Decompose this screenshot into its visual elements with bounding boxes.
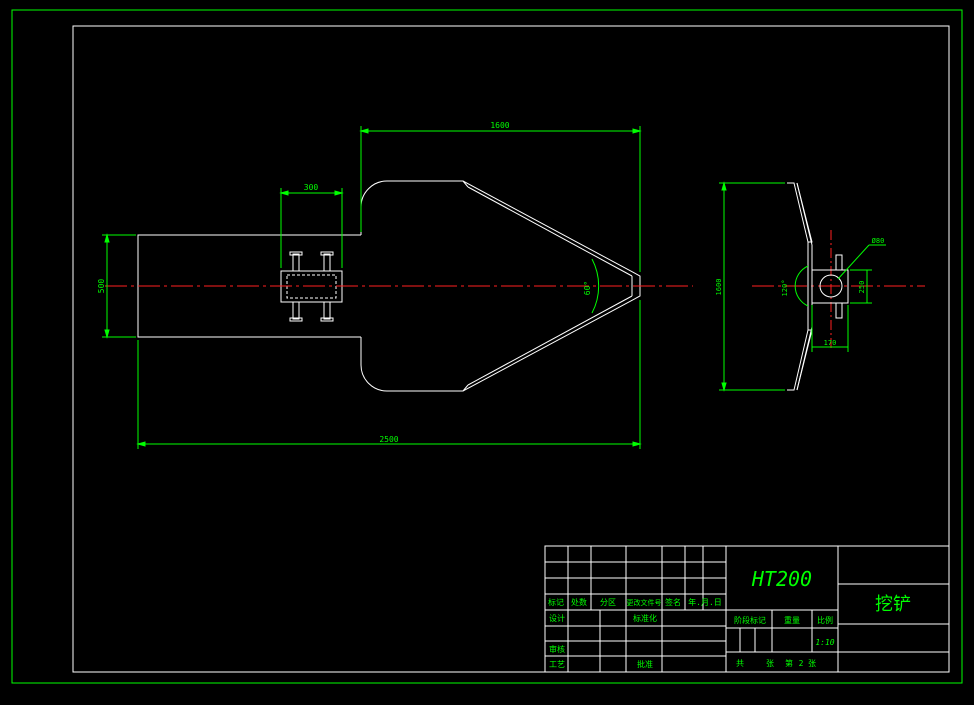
dim-angle: 60°: [583, 281, 592, 295]
header-count: 处数: [571, 597, 587, 607]
sheets-unit-2: 张: [808, 659, 816, 668]
dim-lug-width: 170: [824, 339, 837, 347]
row-approve: 批准: [637, 659, 653, 669]
sheets-page-number: 2: [799, 659, 804, 668]
dim-overall-length: 2500: [379, 435, 398, 444]
blade-edge-upper: [467, 186, 633, 277]
dim-clamp-width: 300: [304, 183, 319, 192]
dim-top-width: 1600: [490, 121, 509, 130]
header-date: 年.月.日: [688, 597, 722, 607]
header-zone: 分区: [600, 598, 616, 607]
weight-label: 重量: [784, 615, 800, 625]
clamp-bolts: [289, 251, 334, 322]
inner-frame: [72, 25, 950, 673]
sheets-total-label: 共: [736, 659, 744, 668]
side-dimensions: [719, 181, 886, 392]
side-view: [787, 182, 849, 391]
part-name: 挖铲: [875, 594, 911, 615]
header-signature: 签名: [665, 597, 681, 607]
stage-mark-label: 阶段标记: [734, 615, 766, 625]
front-dimensions: [102, 126, 642, 449]
sheets-unit-1: 张: [766, 659, 774, 668]
side-bolt-bottom: [835, 302, 843, 319]
row-review: 审核: [549, 644, 565, 654]
dim-side-height: 1600: [715, 279, 723, 296]
sheets-page-label: 第: [785, 658, 793, 668]
dim-hole-diameter: Ø80: [872, 237, 885, 245]
outer-frame: [11, 9, 963, 684]
side-blade-upper-inner: [796, 182, 813, 246]
side-bolt-top: [835, 254, 843, 271]
row-process: 工艺: [549, 660, 565, 669]
dim-side-angle: 120°: [781, 280, 789, 297]
row-standardization: 标准化: [633, 613, 657, 623]
side-blade-lower-inner: [796, 326, 813, 391]
dim-left-height: 500: [97, 279, 106, 294]
row-design: 设计: [549, 613, 565, 623]
header-mark: 标记: [548, 597, 564, 607]
scale-value: 1:10: [815, 638, 834, 647]
scale-label: 比例: [817, 615, 833, 625]
blade-corner-upper: [462, 180, 469, 188]
side-lug: [811, 269, 849, 304]
material-label: HT200: [751, 567, 812, 591]
blade-edge-lower: [467, 295, 633, 386]
title-block: [544, 545, 950, 673]
side-hole: [819, 274, 843, 298]
blade-corner-lower: [462, 384, 469, 392]
header-change-doc: 更改文件号: [627, 598, 662, 607]
dim-lug-height: 250: [858, 281, 866, 294]
